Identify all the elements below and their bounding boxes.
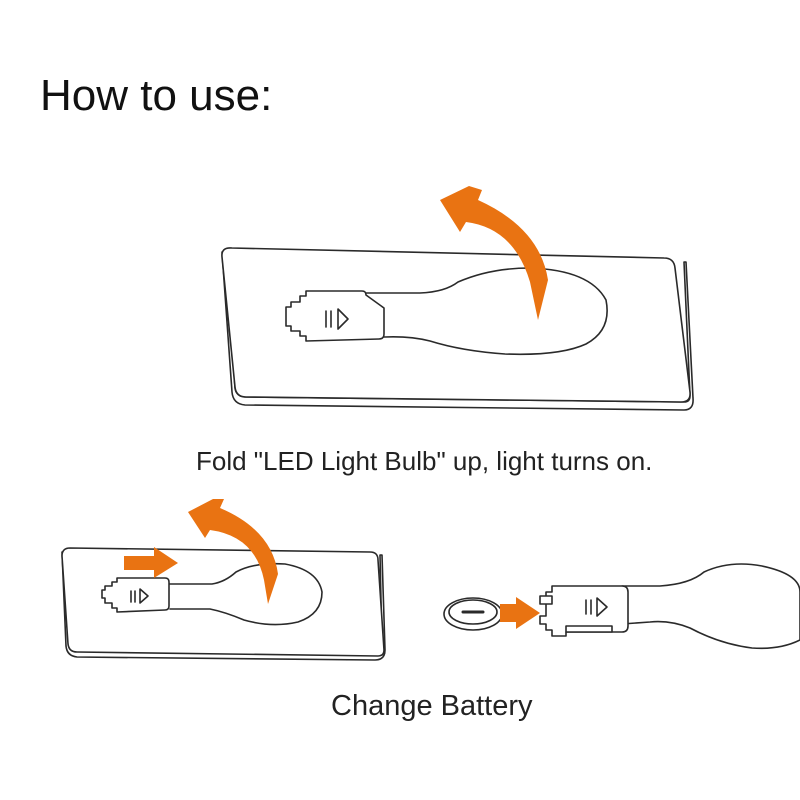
push-arrow [124, 547, 178, 578]
coin-battery [443, 597, 503, 631]
step1-caption: Fold "LED Light Bulb" up, light turns on… [196, 446, 653, 476]
fold-up-arrow-2 [188, 499, 278, 604]
page-title: How to use: [40, 71, 273, 120]
step2-card-illustration [61, 547, 386, 661]
fold-up-arrow [440, 186, 548, 320]
insert-battery-arrow [500, 597, 540, 629]
step2-caption: Change Battery [331, 690, 533, 722]
step1-card-illustration [221, 247, 694, 411]
bulb-holder-detached [539, 563, 800, 650]
